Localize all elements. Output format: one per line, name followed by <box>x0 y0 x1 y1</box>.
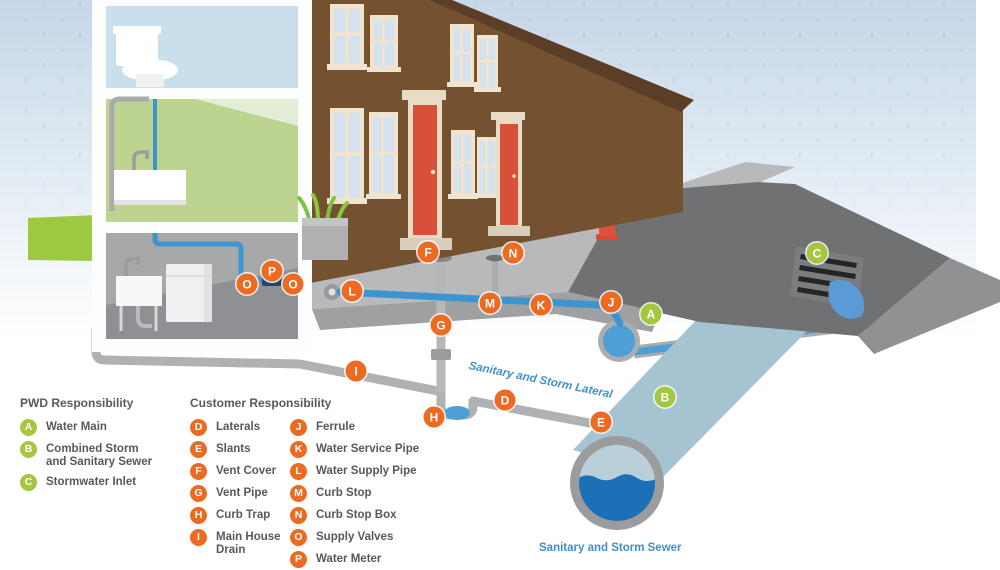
legend-label: Combined Storm and Sanitary Sewer <box>46 443 153 468</box>
pwd-legend-title: PWD Responsibility <box>20 396 134 410</box>
sewer-pipe-opening <box>570 436 664 530</box>
marker-I: I <box>345 360 367 382</box>
legend-item-N: N Curb Stop Box <box>290 507 425 524</box>
legend-badge-F: F <box>190 463 207 480</box>
planter <box>297 193 349 260</box>
marker-O1: O <box>236 273 258 295</box>
legend-badge-H: H <box>190 507 207 524</box>
legend-item-F: F Vent Cover <box>190 463 290 480</box>
marker-G: G <box>430 314 452 336</box>
legend-label: Water Meter <box>316 553 382 565</box>
house-roof <box>430 0 694 112</box>
marker-B: B <box>654 386 676 408</box>
front-door-left <box>400 90 452 250</box>
legend-item-K: K Water Service Pipe <box>290 441 425 458</box>
legend-item-E: E Slants <box>190 441 290 458</box>
legend-badge-I: I <box>190 529 207 546</box>
legend-badge-G: G <box>190 485 207 502</box>
legend-badge-N: N <box>290 507 307 524</box>
legend-item-L: L Water Supply Pipe <box>290 463 425 480</box>
marker-K: K <box>530 294 552 316</box>
legend-badge-M: M <box>290 485 307 502</box>
legend-item-B: B Combined Storm and Sanitary Sewer <box>20 441 180 469</box>
sewer-label: Sanitary and Storm Sewer <box>539 542 682 554</box>
legend-item-C: C Stormwater Inlet <box>20 474 180 491</box>
house-windows <box>327 4 501 204</box>
legend-label: Curb Trap <box>216 509 271 521</box>
legend-badge-O: O <box>290 529 307 546</box>
marker-P: P <box>261 260 283 282</box>
drain-pipe-upstairs <box>109 96 149 211</box>
legend-item-I: I Main House Drain <box>190 529 290 557</box>
legend-label: Main House Drain <box>216 531 281 556</box>
legend-badge-K: K <box>290 441 307 458</box>
washer <box>166 264 212 322</box>
legend-label: Water Main <box>46 421 107 433</box>
legend-item-M: M Curb Stop <box>290 485 425 502</box>
legend-label: Vent Pipe <box>216 487 268 499</box>
legend-item-P: P Water Meter <box>290 551 425 568</box>
marker-F: F <box>417 241 439 263</box>
marker-E: E <box>590 411 612 433</box>
legend-item-J: J Ferrule <box>290 419 425 436</box>
legend-label: Stormwater Inlet <box>46 476 137 488</box>
storm-water-splash <box>828 280 865 319</box>
legend-label: Water Supply Pipe <box>316 465 417 477</box>
curb-stop-box-cover <box>486 254 504 262</box>
street-right-face <box>858 258 1000 354</box>
legend-label: Ferrule <box>316 421 355 433</box>
curb-trap-water <box>444 406 470 420</box>
bathroom-sink <box>114 150 186 205</box>
laundry-sink <box>116 257 162 331</box>
legend-badge-L: L <box>290 463 307 480</box>
marker-O2: O <box>282 273 304 295</box>
grass-strip <box>28 215 97 261</box>
customer-legend-title: Customer Responsibility <box>190 396 332 410</box>
toilet <box>113 26 178 87</box>
house <box>92 0 694 352</box>
marker-N: N <box>502 242 524 264</box>
stormwater-inlet <box>790 246 865 319</box>
legend-badge-D: D <box>190 419 207 436</box>
legend-label: Curb Stop Box <box>316 509 397 521</box>
legend-badge-E: E <box>190 441 207 458</box>
legend-label: Curb Stop <box>316 487 372 499</box>
legend-item-O: O Supply Valves <box>290 529 425 546</box>
marker-J: J <box>600 291 622 313</box>
marker-D: D <box>494 389 516 411</box>
legend-label: Slants <box>216 443 251 455</box>
legend-item-D: D Laterals <box>190 419 290 436</box>
marker-A: A <box>640 303 662 325</box>
water-main <box>598 320 640 362</box>
legend-label: Laterals <box>216 421 261 433</box>
legend-badge-P: P <box>290 551 307 568</box>
legend-label: Vent Cover <box>216 465 277 477</box>
vent-pipe-coupling <box>431 349 451 360</box>
legend-label: Water Service Pipe <box>316 443 420 455</box>
legend-badge-J: J <box>290 419 307 436</box>
legend-badge-C: C <box>20 474 37 491</box>
legend-item-A: A Water Main <box>20 419 180 436</box>
legend-item-G: G Vent Pipe <box>190 485 290 502</box>
legend-label: Supply Valves <box>316 531 394 543</box>
marker-H: H <box>423 406 445 428</box>
marker-C: C <box>806 242 828 264</box>
legend-item-H: H Curb Trap <box>190 507 290 524</box>
sewer-band <box>573 318 810 478</box>
house-cutaway <box>92 0 312 352</box>
legend-badge-A: A <box>20 419 37 436</box>
front-door-right <box>488 112 530 236</box>
marker-L: L <box>341 280 363 302</box>
legend-badge-B: B <box>20 441 37 458</box>
marker-M: M <box>479 292 501 314</box>
